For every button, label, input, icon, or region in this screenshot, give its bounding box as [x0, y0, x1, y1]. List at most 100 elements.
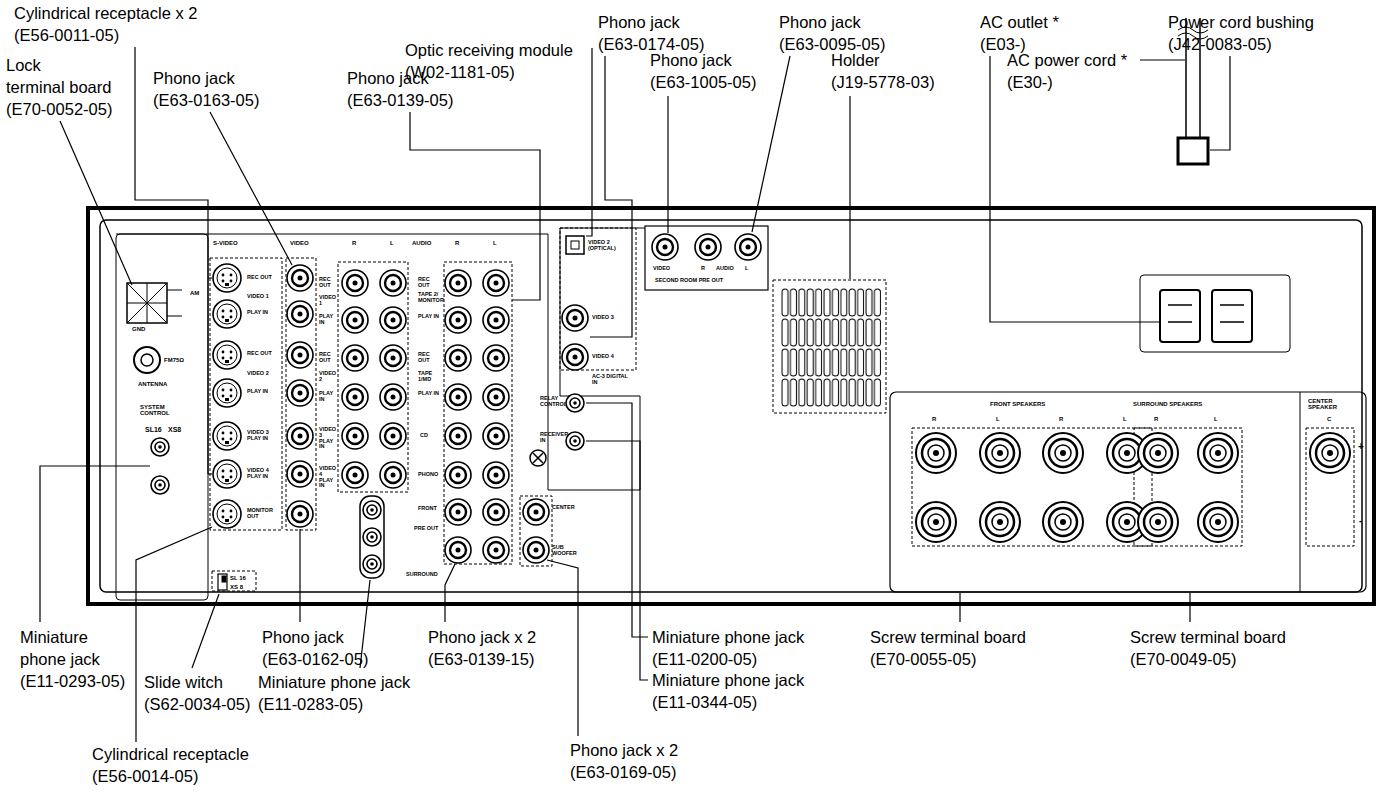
panel-marking: VIDEO 1	[319, 295, 337, 307]
panel-marking: PLAY IN	[319, 314, 337, 326]
panel-marking: PRE OUT	[414, 526, 440, 532]
panel-marking: S-VIDEO	[213, 240, 238, 246]
callout-label: phone jack	[20, 649, 100, 670]
panel-marking: RELAY CONTROL	[540, 396, 564, 408]
callout-label: (J42-0083-05)	[1168, 34, 1272, 55]
panel-marking: R	[1154, 416, 1158, 422]
panel-marking: FRONT	[418, 506, 442, 512]
panel-marking: RECEIVER IN	[540, 432, 564, 444]
callout-label: Lock	[6, 55, 41, 76]
panel-marking: REC OUT	[319, 277, 337, 289]
callout-label: Screw terminal board	[1130, 627, 1286, 648]
callout-label: Miniature phone jack	[258, 672, 410, 693]
panel-marking: R	[701, 266, 705, 272]
callout-label: Screw terminal board	[870, 627, 1026, 648]
panel-marking: FM75Ω	[164, 357, 184, 363]
panel-marking: GND	[132, 326, 145, 332]
panel-marking: L	[493, 240, 497, 246]
callout-label: Phono jack x 2	[570, 740, 678, 761]
panel-marking: VIDEO 3 PLAY IN	[319, 427, 337, 450]
panel-marking: REC OUT	[418, 277, 442, 289]
panel-marking: L	[1214, 416, 1218, 422]
callout-label: Cylindrical receptacle x 2	[14, 3, 197, 24]
panel-marking: L	[1123, 416, 1127, 422]
panel-marking: CENTER	[552, 505, 575, 511]
panel-marking: VIDEO 2	[319, 371, 337, 383]
panel-marking: R	[455, 240, 459, 246]
panel-marking: VIDEO 4 PLAY IN	[247, 468, 277, 480]
panel-marking: TAPE 1/MD	[418, 371, 442, 383]
panel-marking: CENTER SPEAKER	[1308, 398, 1348, 411]
panel-marking: PLAY IN	[247, 310, 277, 316]
callout-label: (E11-0344-05)	[652, 692, 757, 713]
panel-marking: XS8	[168, 426, 181, 433]
callout-label: terminal board	[6, 77, 111, 98]
callout-label: Slide witch	[144, 672, 223, 693]
panel-marking: SURROUND	[406, 572, 438, 578]
panel-marking: VIDEO 3 PLAY IN	[247, 430, 277, 442]
panel-marking: AUDIO	[412, 240, 431, 246]
leader-lines	[40, 47, 1230, 742]
panel-marking: -	[1359, 516, 1362, 527]
panel-marking: PLAY IN	[247, 389, 277, 395]
panel-marking: VIDEO 1	[247, 294, 277, 300]
panel-marking: AUDIO	[716, 266, 734, 272]
callout-label: (E63-0169-05)	[570, 762, 676, 783]
callout-label: Phono jack	[598, 12, 680, 33]
panel-marking: +	[1358, 442, 1364, 453]
callout-label: (E63-1005-05)	[650, 72, 756, 93]
callout-label: (E63-0163-05)	[153, 90, 259, 111]
panel-marking: PLAY IN	[319, 391, 337, 403]
panel-marking: L	[745, 266, 748, 272]
panel-marking: VIDEO 4	[592, 354, 614, 360]
panel-marking: SL 16	[230, 575, 246, 581]
callout-label: Phono jack	[262, 627, 344, 648]
panel-marking: VIDEO	[653, 266, 670, 272]
panel-marking: VIDEO 2 (OPTICAL)	[588, 240, 622, 252]
callout-label: (E56-0014-05)	[92, 766, 198, 787]
callout-label: (E56-0011-05)	[14, 25, 119, 46]
panel-marking: REC OUT	[247, 351, 277, 357]
panel-marking: TAPE 2/ MONITOR	[418, 292, 442, 304]
callout-label: (E63-0139-15)	[428, 649, 534, 670]
panel-marking: PHONO	[418, 472, 442, 478]
panel-marking: CD	[420, 433, 444, 439]
panel-marking: C	[1327, 416, 1331, 422]
callout-label: Phono jack x 2	[428, 627, 536, 648]
callout-label: Power cord bushing	[1168, 12, 1314, 33]
panel-marking: SECOND ROOM PRE OUT	[655, 278, 723, 284]
callout-label: Miniature	[20, 627, 88, 648]
callout-label: (J19-5778-03)	[831, 72, 935, 93]
callout-label: (E70-0055-05)	[870, 649, 976, 670]
callout-label: Phono jack	[153, 68, 235, 89]
callout-label: (W02-1181-05)	[405, 62, 515, 83]
callout-label: Phono jack	[650, 50, 732, 71]
callout-label: Optic receiving module	[405, 40, 573, 61]
callout-label: (E63-0139-05)	[347, 90, 453, 111]
panel-marking: VIDEO 3	[592, 315, 614, 321]
panel-marking: SURROUND SPEAKERS	[1133, 401, 1202, 407]
callout-label: (E11-0293-05)	[20, 671, 125, 692]
callout-label: (E11-0200-05)	[652, 649, 757, 670]
panel-marking: SYSTEM CONTROL	[140, 404, 180, 417]
panel-marking: PLAY IN	[418, 314, 442, 320]
callout-label: (E70-0049-05)	[1130, 649, 1236, 670]
panel-marking: R	[1059, 416, 1063, 422]
panel-marking: VIDEO	[290, 240, 309, 246]
panel-marking: MONITOR OUT	[247, 508, 277, 520]
panel-marking: L	[996, 416, 1000, 422]
panel-marking: R	[352, 240, 356, 246]
callout-label: Cylindrical receptacle	[92, 744, 249, 765]
panel-marking: SL16	[145, 426, 162, 433]
panel-marking: AC-3 DIGITAL IN	[592, 374, 630, 386]
callout-label: Holder	[831, 50, 880, 71]
panel-marking: SUB WOOFER	[552, 545, 578, 557]
panel-marking: ANTENNA	[138, 381, 167, 387]
panel-marking: REC OUT	[319, 352, 337, 364]
callout-label: (E63-0162-05)	[262, 649, 368, 670]
panel-marking: FRONT SPEAKERS	[990, 401, 1045, 407]
panel-marking: VIDEO 2	[247, 371, 277, 377]
callout-label: (E30-)	[1007, 72, 1053, 93]
panel-marking: REC OUT	[418, 352, 442, 364]
